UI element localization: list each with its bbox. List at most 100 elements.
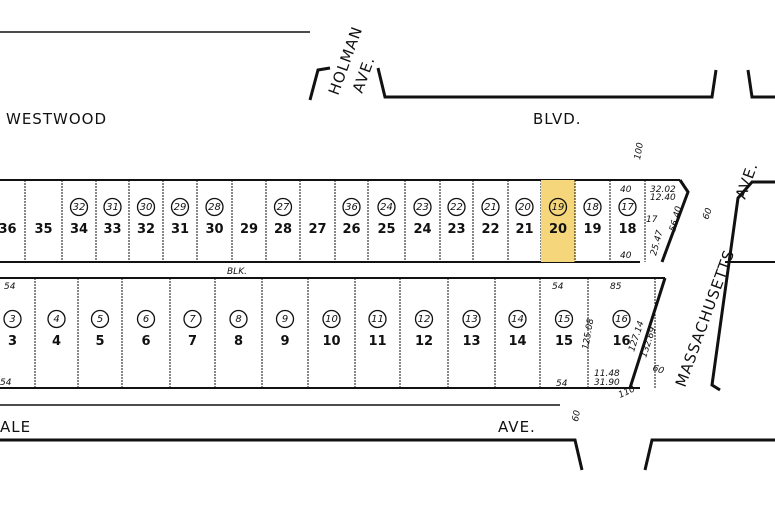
- lot-circle-icon: [612, 309, 631, 329]
- lot-number: 13: [462, 334, 480, 349]
- lot-circle-icon: [508, 309, 527, 329]
- lot-27[interactable]: 27: [308, 180, 336, 262]
- assessor-number: 24: [380, 202, 393, 213]
- lot-35[interactable]: 35: [34, 180, 63, 262]
- lot-number: 24: [413, 222, 431, 237]
- lot-highlight: [541, 180, 575, 262]
- lot-number: 35: [34, 222, 52, 237]
- dim-125-08: 125.08: [581, 318, 596, 351]
- lot-circle-icon: [515, 197, 534, 217]
- lot-circle-icon: [377, 197, 396, 217]
- lot-13[interactable]: 13 13: [462, 278, 496, 388]
- lot-circle-icon: [136, 197, 156, 217]
- assessor-number: 31: [106, 202, 119, 213]
- lot-number: 7: [188, 334, 197, 349]
- assessor-number: 10: [325, 314, 338, 325]
- lot-circle-icon: [481, 197, 500, 217]
- lot-number: 29: [240, 222, 258, 237]
- lot-17-label: 17: [646, 215, 658, 225]
- lot-circle-icon: [205, 197, 224, 217]
- lot-9[interactable]: 99: [275, 278, 309, 388]
- lot-5[interactable]: 55: [90, 278, 123, 388]
- assessor-number: 8: [235, 314, 241, 325]
- block-label: BLK.: [227, 267, 247, 277]
- lot-circle-icon: [136, 309, 156, 329]
- lot-circle-icon: [170, 197, 190, 217]
- lot-number: 28: [274, 222, 292, 237]
- lot-circle-icon: [447, 197, 466, 217]
- assessor-number: 20: [518, 202, 531, 213]
- lot-circle-icon: [368, 309, 387, 329]
- lot-number: 5: [95, 334, 104, 349]
- lot-number: 8: [234, 334, 243, 349]
- lot-circle-icon: [103, 197, 122, 217]
- lot-8[interactable]: 88: [229, 278, 263, 388]
- assessor-number: 3: [9, 314, 15, 325]
- lot-circle-icon: [229, 309, 248, 329]
- lot-circle-icon: [554, 309, 574, 329]
- assessor-number: 9: [282, 314, 288, 325]
- lot-36[interactable]: 36: [0, 180, 26, 262]
- lot-6[interactable]: 66: [136, 278, 171, 388]
- lot-number: 21: [515, 222, 533, 237]
- lot-24[interactable]: 23 24: [413, 180, 441, 262]
- lot-number: 16: [612, 334, 630, 349]
- lot-circle-icon: [322, 309, 341, 329]
- lot-number: 26: [342, 222, 360, 237]
- lot-29[interactable]: 29: [240, 180, 267, 262]
- assessor-number: 30: [140, 202, 153, 213]
- lot-circle-icon: [583, 197, 602, 217]
- lot-number: 19: [583, 222, 601, 237]
- lot-circle-icon: [69, 197, 89, 217]
- dim-54-left: 54: [0, 378, 12, 388]
- lot-circle-icon: [342, 197, 361, 217]
- lot-3[interactable]: 33: [3, 278, 36, 388]
- dimensions: 100 40 40 32.02 12.40 56.40 25.47 17 60 …: [0, 142, 715, 423]
- assessor-number: 15: [558, 314, 571, 325]
- lot-circle-icon: [413, 197, 432, 217]
- dim-85: 85: [610, 282, 622, 292]
- dim-12-40: 12.40: [650, 193, 676, 203]
- lot-11[interactable]: 11 11: [368, 278, 401, 388]
- lot-number: 9: [280, 334, 289, 349]
- lot-4[interactable]: 44: [47, 278, 79, 388]
- assessor-number: 23: [416, 202, 429, 213]
- lot-circle-icon: [275, 309, 295, 329]
- dim-40-top: 40: [620, 185, 632, 195]
- assessor-number: 13: [465, 314, 478, 325]
- dim-31-90: 31.90: [594, 378, 620, 388]
- dim-32-02: 32.02: [650, 185, 676, 195]
- lot-number: 36: [0, 222, 17, 237]
- assessor-number: 11: [371, 314, 384, 325]
- assessor-number: 21: [484, 202, 497, 213]
- lot-number: 20: [549, 222, 567, 237]
- lot-7[interactable]: 77: [183, 278, 216, 388]
- dim-11-48: 11.48: [594, 369, 620, 379]
- assessor-number: 18: [586, 202, 599, 213]
- lot-number: 11: [368, 334, 386, 349]
- dim-54-left-top: 54: [4, 282, 16, 292]
- dim-40-bottom: 40: [620, 251, 632, 261]
- lot-number: 15: [555, 334, 573, 349]
